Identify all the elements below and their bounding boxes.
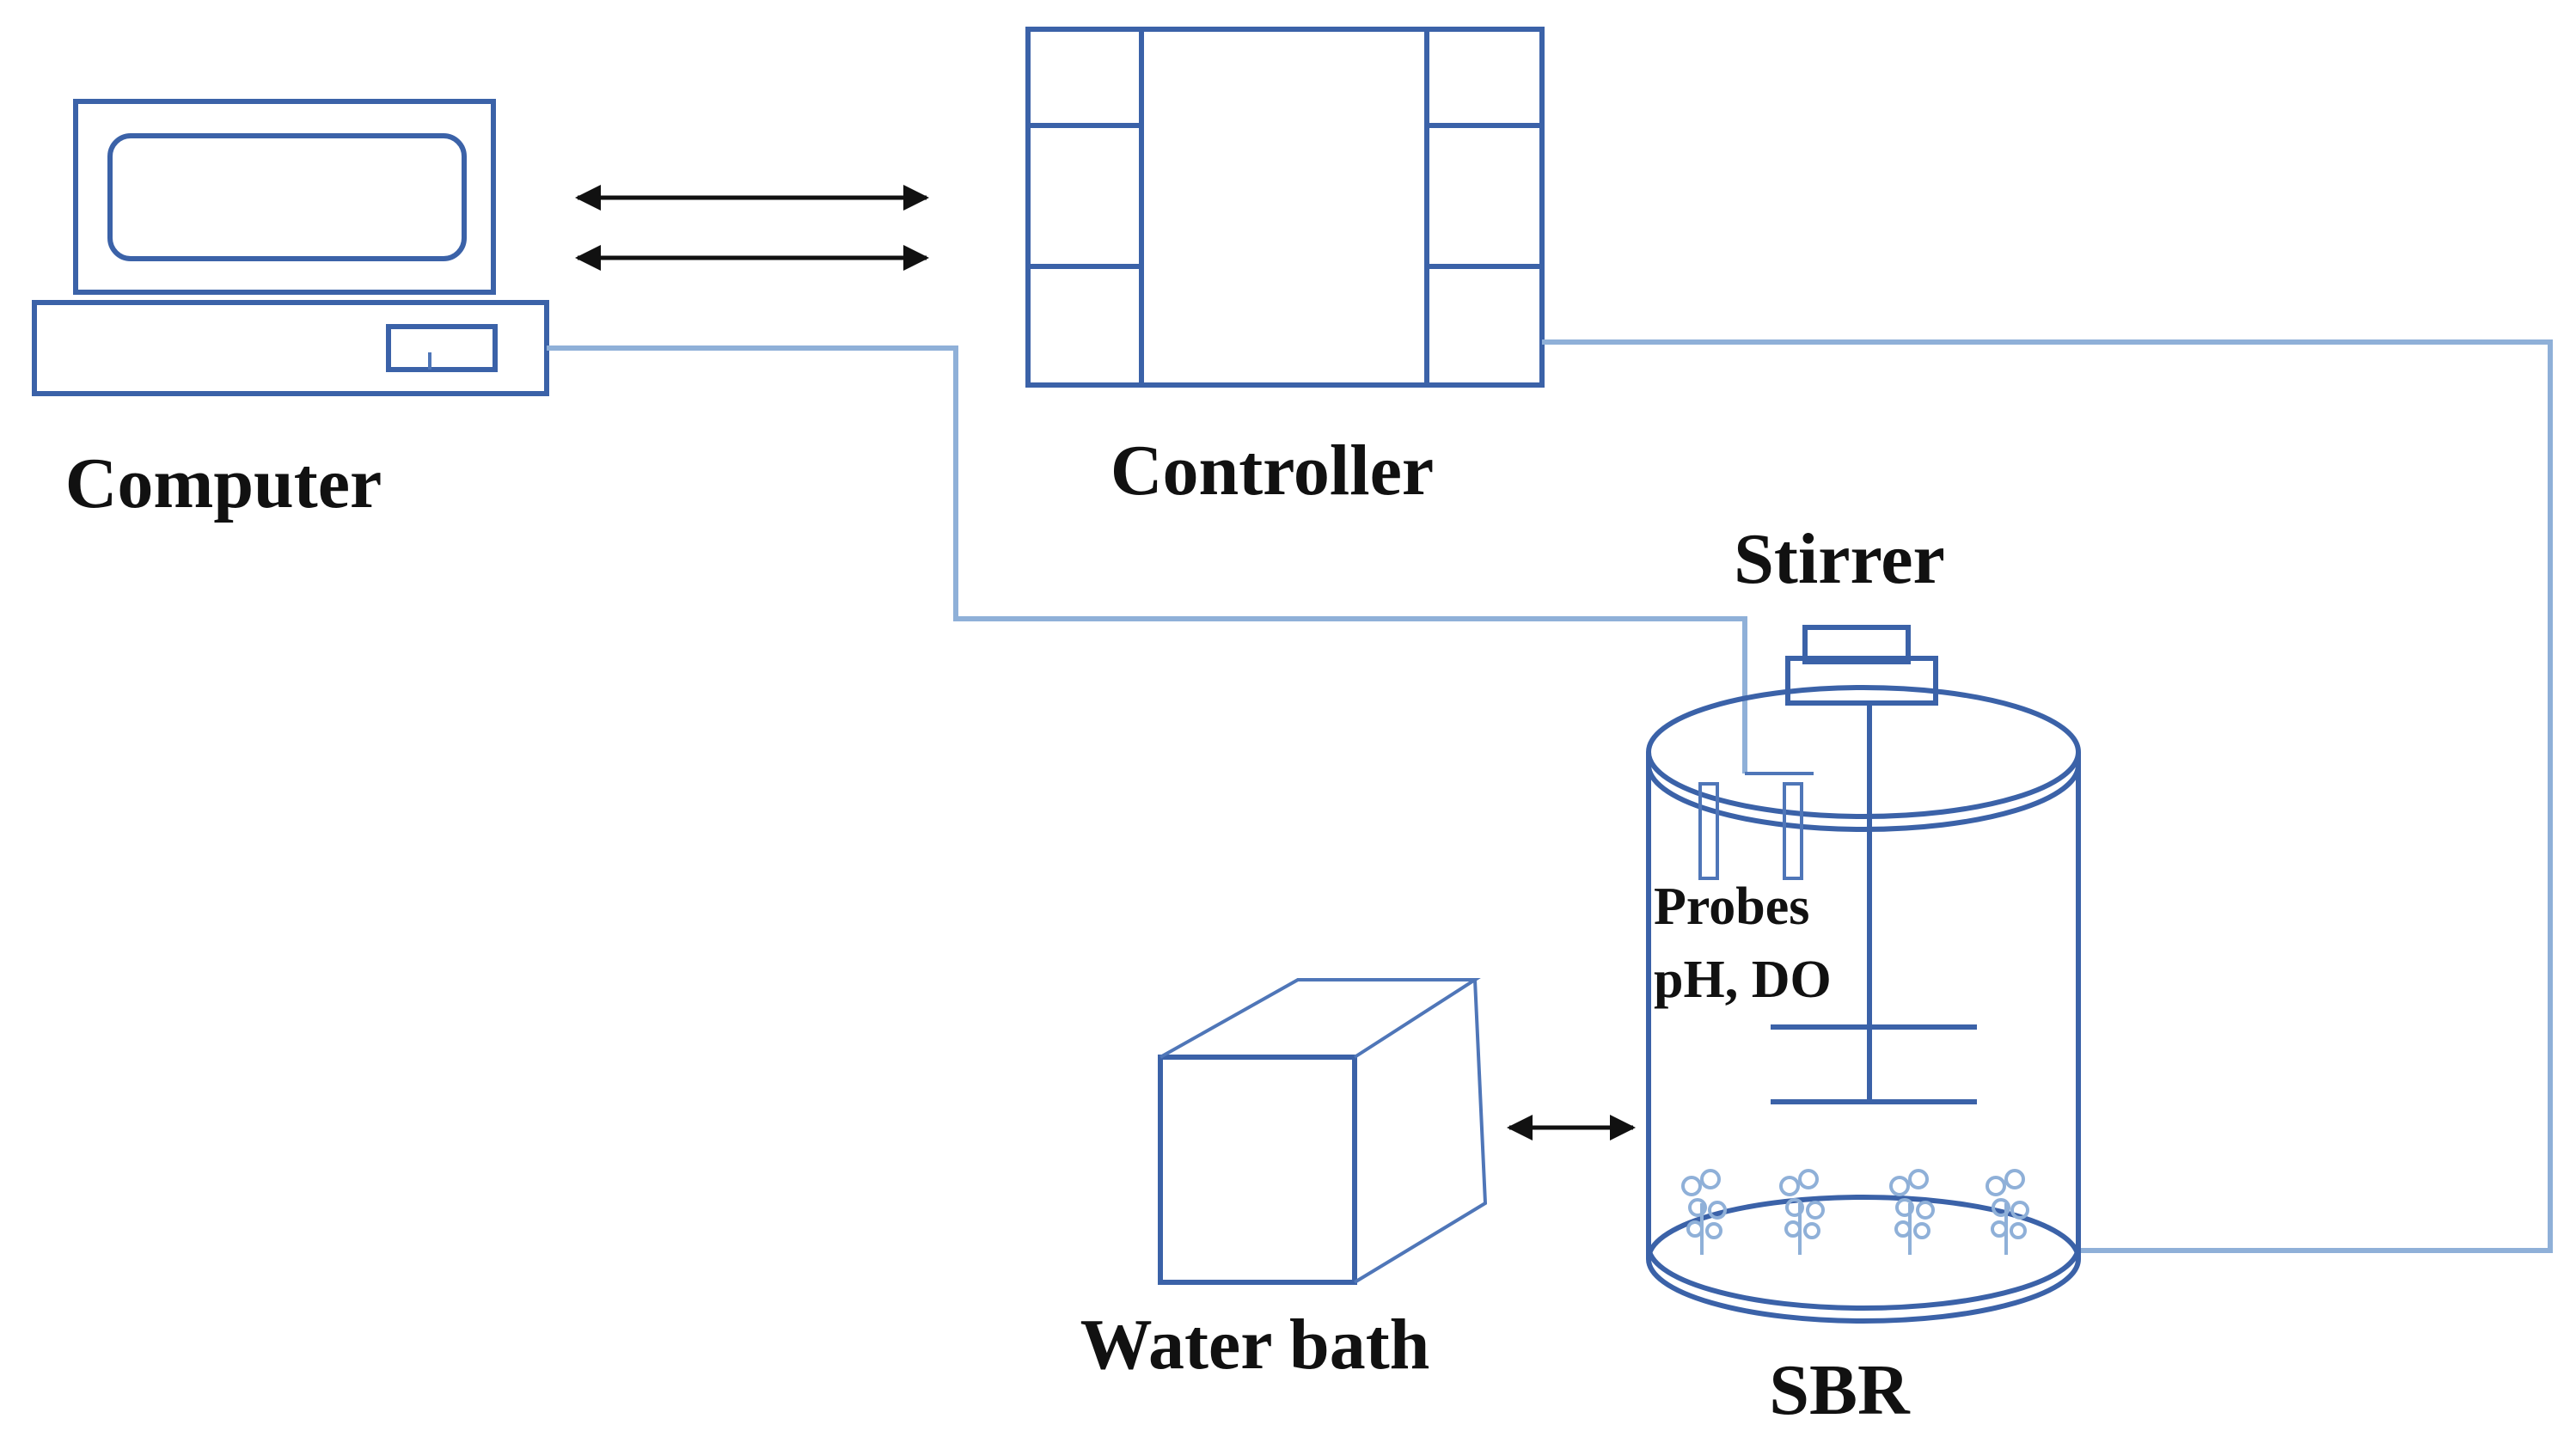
water-bath-side [1353, 979, 1488, 1284]
water-bath-label: Water bath [1080, 1305, 1430, 1385]
controller-to-sbr-wire [1542, 339, 2553, 1253]
computer-base-unit [32, 300, 549, 396]
sbr-label: SBR [1769, 1350, 1911, 1430]
probe-ph [1698, 782, 1719, 880]
diffuser-bubbles-3 [1889, 1169, 1935, 1255]
water-bath-front [1158, 1055, 1357, 1285]
controller-label: Controller [1111, 431, 1434, 511]
stirrer-motor-cap [1802, 625, 1911, 664]
controller [1025, 27, 1545, 388]
controller-housing [1025, 27, 1545, 388]
reactor-top-rim [1646, 685, 2081, 819]
computer-to-probes-wire [547, 345, 1747, 774]
diffuser-bubbles-4 [1986, 1169, 2029, 1255]
stirrer-label: Stirrer [1734, 519, 1945, 599]
water-bath [1158, 978, 1488, 1285]
diffuser-bubbles-1 [1681, 1169, 1727, 1255]
computer-screen [107, 133, 467, 261]
computer-monitor [73, 99, 496, 295]
probe-do [1783, 782, 1803, 880]
reactor-bottom [1646, 1195, 2081, 1324]
probes-label: Probes [1654, 877, 1809, 936]
sbr-reactor [1646, 625, 2081, 1324]
probe-types-label: pH, DO [1654, 951, 1832, 1009]
aeration-diffusers [1681, 1169, 2029, 1255]
computer-drive-slot [386, 324, 498, 372]
computer [32, 99, 549, 396]
water-bath-top [1160, 978, 1481, 1059]
computer-label: Computer [65, 443, 382, 523]
diffuser-bubbles-2 [1779, 1169, 1825, 1255]
stirrer-motor [1785, 656, 1938, 706]
